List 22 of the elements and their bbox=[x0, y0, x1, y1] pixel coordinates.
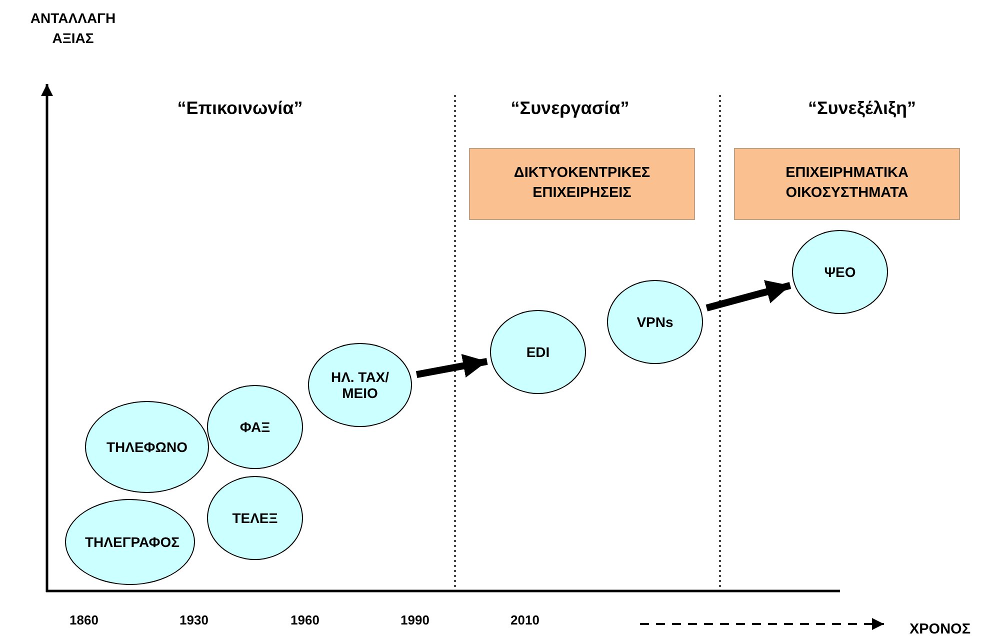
section-title: “Συνεξέλιξη” bbox=[808, 96, 916, 120]
category-box: ΔΙΚΤΥΟΚΕΝΤΡΙΚΕΣ ΕΠΙΧΕΙΡΗΣΕΙΣ bbox=[469, 148, 695, 220]
ellipse-node: ΨΕΟ bbox=[792, 230, 888, 314]
axis-title: ΑΝΤΑΛΛΑΓΗ ΑΞΙΑΣ bbox=[29, 9, 117, 48]
ellipse-node: ΤΕΛΕΞ bbox=[207, 476, 303, 560]
ellipse-node: ΗΛ. ΤΑΧ/ΜΕΙΟ bbox=[308, 343, 412, 427]
ellipse-node: VPNs bbox=[607, 280, 703, 364]
axis-title: ΧΡΟΝΟΣ bbox=[909, 620, 971, 640]
category-box: ΕΠΙΧΕΙΡΗΜΑΤΙΚΑ ΟΙΚΟΣΥΣΤΗΜΑΤΑ bbox=[734, 148, 960, 220]
ellipse-node: ΤΗΛΕΓΡΑΦΟΣ bbox=[65, 499, 195, 585]
section-title: “Επικοινωνία” bbox=[177, 96, 303, 120]
ellipse-node: ΤΗΛΕΦΩΝΟ bbox=[85, 401, 209, 493]
year-label: 1990 bbox=[400, 612, 430, 630]
year-label: 1930 bbox=[180, 612, 208, 630]
arrow bbox=[416, 354, 488, 378]
ellipse-node: ΦΑΞ bbox=[207, 385, 303, 469]
ellipse-node: EDI bbox=[490, 310, 586, 394]
section-title: “Συνεργασία” bbox=[510, 96, 630, 120]
year-label: 1960 bbox=[290, 612, 320, 630]
arrow bbox=[706, 280, 792, 312]
year-label: 1860 bbox=[70, 612, 98, 630]
year-label: 2010 bbox=[510, 612, 540, 630]
